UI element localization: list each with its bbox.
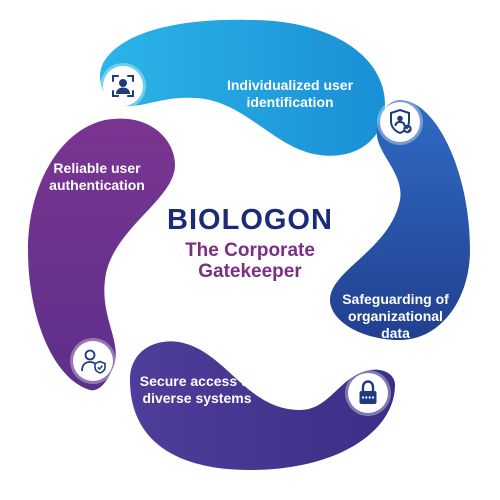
shield-user-icon: [380, 102, 420, 142]
face-scan-icon: [103, 66, 143, 106]
label-identification: Individualized user identification: [226, 77, 354, 110]
petal-secure-access: [130, 341, 395, 470]
label-safeguarding: Safeguarding of organizational data: [342, 291, 449, 341]
padlock-icon: [348, 373, 388, 413]
center-subtitle: The Corporate Gatekeeper: [185, 240, 315, 282]
petal-identification: [100, 19, 385, 156]
label-authentication: Reliable user authentication: [49, 160, 145, 193]
center-title: BIOLOGON: [167, 204, 333, 236]
label-secure-access: Secure access to diverse systems: [139, 373, 255, 406]
petal-safeguarding: [330, 100, 470, 340]
petal-authentication: [28, 118, 175, 391]
user-verified-icon: [73, 341, 113, 381]
